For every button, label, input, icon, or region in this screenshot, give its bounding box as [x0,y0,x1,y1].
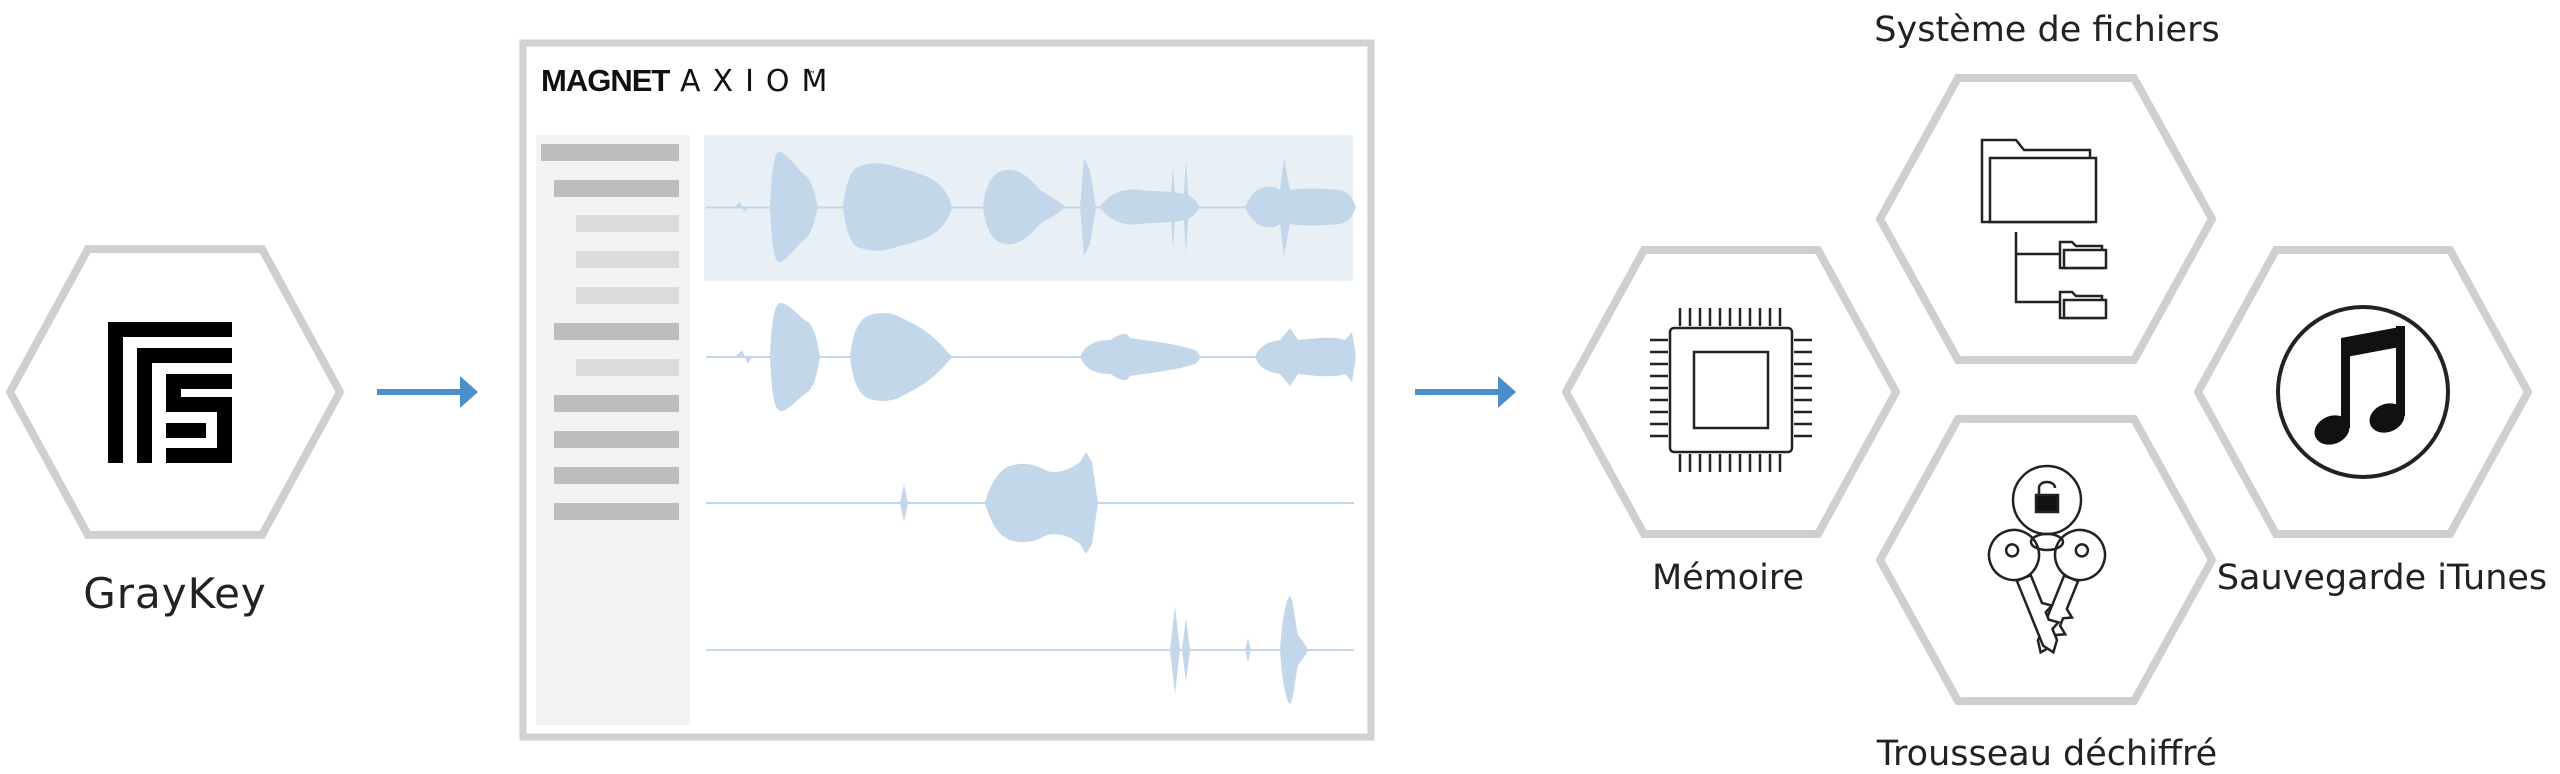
sidebar-item[interactable] [554,431,679,448]
axiom-sidebar [536,135,690,725]
arrow-graykey-to-axiom [377,376,478,408]
keychain-hexagon [1875,415,2217,705]
graykey-maze-logo-icon [108,322,232,463]
sidebar-item[interactable] [576,287,679,304]
memory-node: Mémoire [1561,246,1901,598]
filesystem-node: Système de fichiers [1874,10,2220,364]
sidebar-item[interactable] [576,251,679,268]
chip-icon [1650,308,1812,472]
sidebar-item[interactable] [554,503,679,520]
music-note-icon [2276,305,2450,479]
graykey-label: GrayKey [83,569,267,618]
memory-label: Mémoire [1652,558,1804,598]
keychain-node: Trousseau déchiffré [1875,415,2217,774]
axiom-brand-mark: ™ [806,70,816,81]
filesystem-label: Système de fichiers [1874,10,2219,50]
folder-tree-icon [1980,138,2108,320]
itunes-hexagon [2193,246,2533,538]
sidebar-item[interactable] [554,323,679,340]
arrow-axiom-to-outputs [1415,376,1516,408]
sidebar-item[interactable] [541,144,679,161]
axiom-window: MAGNET AXIOM ™ [519,39,1375,741]
memory-hexagon [1561,246,1901,538]
sidebar-item[interactable] [554,467,679,484]
waveform-track-2 [706,302,1356,412]
sidebar-item[interactable] [554,395,679,412]
axiom-brand-light: AXIOM [680,64,839,99]
waveform-track-1 [706,151,1356,263]
filesystem-hexagon [1875,74,2217,364]
waveform-tracks [706,151,1356,704]
axiom-brand-bold: MAGNET [541,63,670,98]
graykey-node: GrayKey [5,245,345,618]
axiom-sidebar-items [541,144,679,520]
graykey-hexagon [5,245,345,539]
waveform-track-3 [706,452,1354,554]
waveform-track-4 [706,596,1354,704]
itunes-label: Sauvegarde iTunes [2217,558,2547,598]
sidebar-item[interactable] [576,359,679,376]
keys-padlock-icon [1987,464,2107,655]
sidebar-item[interactable] [576,215,679,232]
itunes-node: Sauvegarde iTunes [2193,246,2547,598]
sidebar-item[interactable] [554,180,679,197]
keychain-label: Trousseau déchiffré [1876,734,2217,774]
